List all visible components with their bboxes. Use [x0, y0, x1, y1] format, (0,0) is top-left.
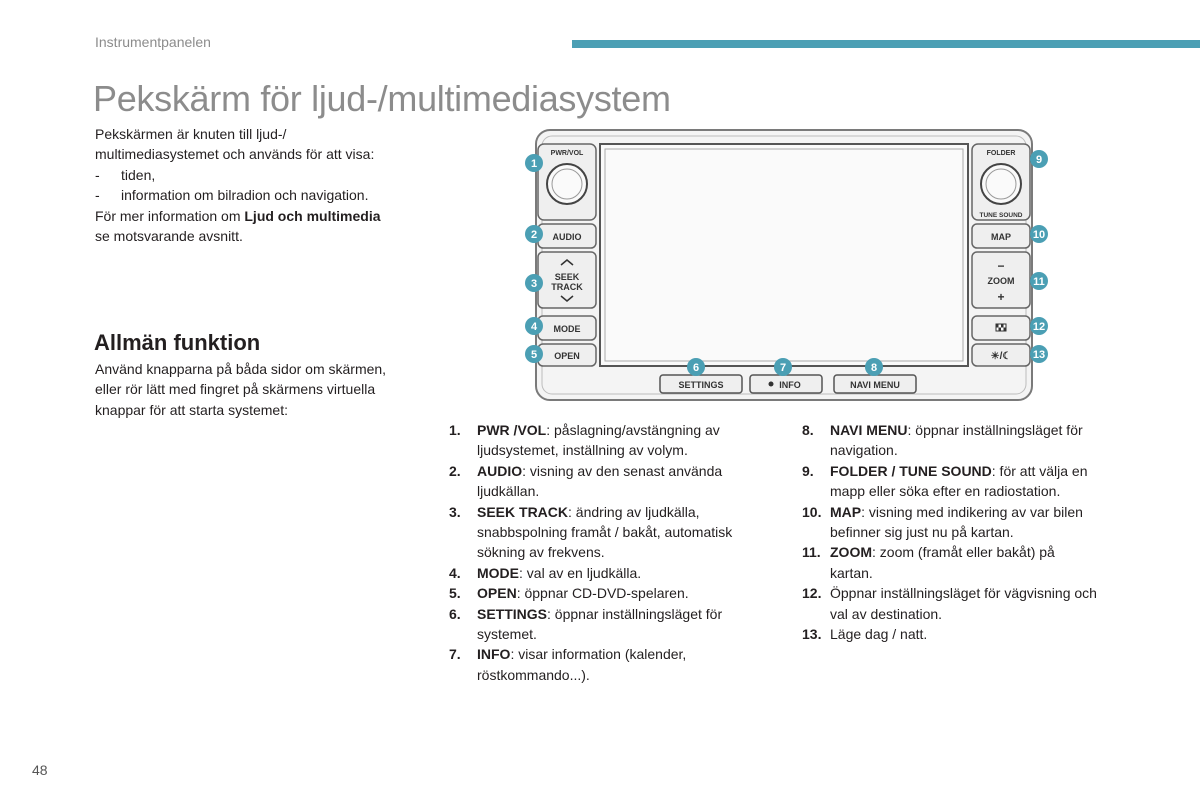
general-function-text: Använd knapparna på båda sidor om skärme…	[95, 361, 387, 418]
zoom-minus-icon: −	[997, 259, 1004, 273]
pwr-vol-knob	[546, 163, 588, 205]
day-night-button	[971, 343, 1031, 367]
callout-2	[525, 225, 543, 243]
settings-label: SETTINGS	[678, 380, 723, 390]
intro-bullet: -tiden,	[95, 166, 156, 183]
callout-4	[525, 317, 543, 335]
page-title: Pekskärm för ljud-/multimediasystem	[93, 78, 671, 119]
info-dot-icon	[768, 381, 774, 387]
open-label: OPEN	[554, 351, 580, 361]
folder-label: FOLDER	[987, 150, 1016, 157]
callout-9	[1030, 150, 1048, 168]
pwr-vol-label: PWR/VOL	[551, 150, 584, 157]
callout-10	[1030, 225, 1048, 243]
callout-11	[1030, 272, 1048, 290]
callout-13	[1030, 345, 1048, 363]
touch-screen	[599, 143, 969, 367]
audio-label: AUDIO	[553, 232, 582, 242]
chevron-down-icon	[560, 295, 574, 302]
callout-12	[1030, 317, 1048, 335]
section-label: Instrumentpanelen	[95, 34, 211, 50]
chevron-up-icon	[560, 259, 574, 266]
track-label: TRACK	[551, 282, 583, 292]
map-label: MAP	[991, 232, 1011, 242]
svg-text:10: 10	[1033, 229, 1045, 241]
description-item: 3.SEEK TRACK: ändring av ljudkälla,snabb…	[449, 503, 733, 561]
map-button	[971, 223, 1031, 249]
description-item: 13.Läge dag / natt.	[802, 626, 928, 643]
folder-tune-knob	[980, 163, 1022, 205]
intro-paragraph: Pekskärmen är knuten till ljud-/ multime…	[95, 124, 425, 246]
checkered-flag-icon	[995, 323, 1007, 332]
callout-7	[774, 358, 792, 376]
description-item: 6.SETTINGS: öppnar inställningsläget för…	[449, 605, 723, 643]
description-item: 12.Öppnar inställningsläget för vägvisni…	[802, 585, 1097, 622]
svg-text:6: 6	[693, 362, 699, 374]
tune-sound-label: TUNE SOUND	[980, 212, 1023, 219]
description-item: 4.MODE: val av en ljudkälla.	[449, 564, 642, 581]
svg-text:5: 5	[531, 349, 537, 361]
zoom-plus-icon: +	[997, 290, 1004, 304]
general-function-heading: Allmän funktion	[94, 330, 261, 355]
svg-text:1: 1	[531, 158, 537, 170]
multimedia-panel-illustration: PWR/VOL AUDIO SEEK TRACK MODE OPEN FOLDE…	[525, 129, 1048, 401]
callout-1	[525, 154, 543, 172]
header-accent-bar	[572, 40, 1200, 48]
svg-text:9: 9	[1036, 154, 1042, 166]
navi-menu-label: NAVI MENU	[850, 380, 900, 390]
description-item: 5.OPEN: öppnar CD-DVD-spelaren.	[449, 585, 689, 602]
intro-more-info: För mer information om Ljud och multimed…	[95, 207, 381, 224]
intro-line: Pekskärmen är knuten till ljud-/	[95, 126, 287, 142]
callout-6	[687, 358, 705, 376]
description-item: 7.INFO: visar information (kalender,röst…	[449, 646, 687, 683]
intro-line: multimediasystemet och används för att v…	[95, 146, 375, 163]
zoom-label: ZOOM	[988, 276, 1015, 286]
svg-text:7: 7	[780, 362, 786, 374]
audio-multimedia-reference: Ljud och multimedia	[244, 207, 381, 224]
svg-text:8: 8	[871, 362, 877, 374]
zoom-button	[971, 251, 1031, 309]
svg-text:13: 13	[1033, 349, 1045, 361]
callout-3	[525, 274, 543, 292]
intro-bullet: -information om bilradion och navigation…	[95, 187, 369, 204]
svg-text:2: 2	[531, 229, 537, 241]
settings-button	[659, 374, 743, 394]
button-descriptions-right: 8.NAVI MENU: öppnar inställningsläget fö…	[802, 420, 1142, 644]
seek-label: SEEK	[555, 272, 580, 282]
page-number: 48	[32, 762, 48, 778]
description-item: 8.NAVI MENU: öppnar inställningsläget fö…	[802, 422, 1083, 459]
info-label: INFO	[779, 380, 801, 390]
svg-text:12: 12	[1033, 321, 1045, 333]
day-night-icon: ☀/☾	[991, 351, 1012, 362]
callout-8	[865, 358, 883, 376]
mode-label: MODE	[554, 324, 581, 334]
description-item: 10.MAP: visning med indikering av var bi…	[802, 503, 1083, 541]
intro-line: se motsvarande avsnitt.	[95, 228, 243, 245]
callout-5	[525, 345, 543, 363]
svg-text:3: 3	[531, 278, 537, 290]
svg-text:4: 4	[531, 321, 538, 333]
svg-text:11: 11	[1033, 276, 1045, 288]
